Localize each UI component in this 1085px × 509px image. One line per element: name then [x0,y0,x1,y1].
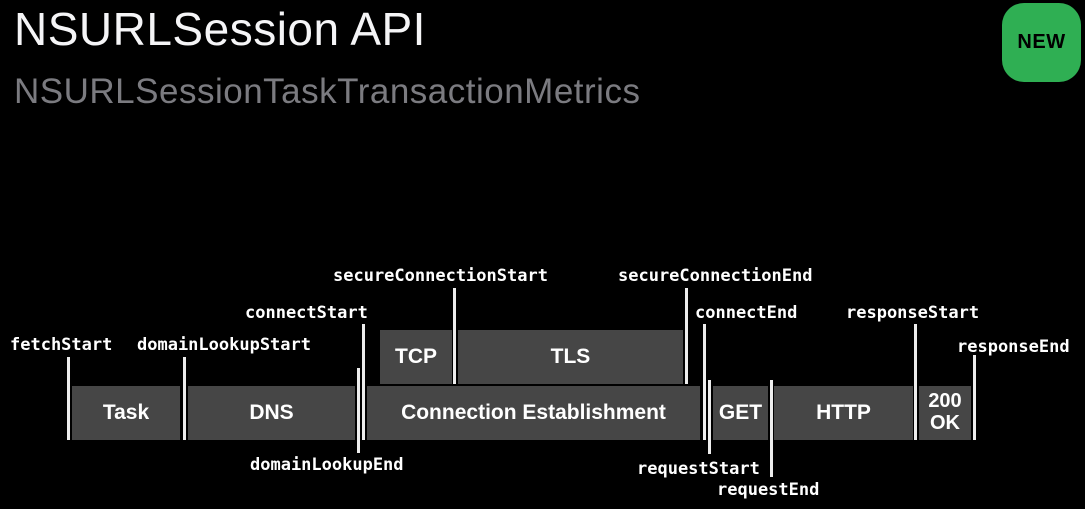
page-title: NSURLSession API [14,3,426,55]
status-text: OK [930,412,960,434]
tick-fetchstart [67,357,70,440]
phase-get: GET [713,386,768,440]
tick-requestend [770,380,773,477]
tick-responseend [973,355,976,440]
new-badge: NEW [1002,3,1081,82]
tick-domainlookupend [357,368,360,453]
tick-connectstart [362,324,365,440]
tick-secureconnectionstart [453,288,456,384]
page-subtitle: NSURLSessionTaskTransactionMetrics [14,72,641,111]
phase-http: HTTP [774,386,913,440]
phase-200-ok: 200 OK [919,386,971,440]
tick-secureconnectionend [685,288,688,384]
label-requeststart: requestStart [637,459,760,479]
label-domainlookupend: domainLookupEnd [250,455,404,475]
label-fetchstart: fetchStart [10,335,113,355]
phase-tcp: TCP [380,330,452,384]
phase-dns: DNS [188,386,355,440]
label-requestend: requestEnd [717,480,820,500]
label-secureconnectionstart: secureConnectionStart [333,266,548,286]
label-connectend: connectEnd [695,303,798,323]
tick-requeststart [708,380,711,454]
label-domainlookupstart: domainLookupStart [137,335,311,355]
tick-responsestart [914,324,917,440]
label-responseend: responseEnd [957,337,1070,357]
phase-task: Task [72,386,180,440]
tick-connectend [703,324,706,440]
label-connectstart: connectStart [245,303,368,323]
phase-tls: TLS [458,330,683,384]
label-secureconnectionend: secureConnectionEnd [618,266,813,286]
tick-domainlookupstart [183,357,186,440]
label-responsestart: responseStart [846,303,980,323]
phase-connection: Connection Establishment [367,386,700,440]
status-code: 200 [928,390,962,413]
